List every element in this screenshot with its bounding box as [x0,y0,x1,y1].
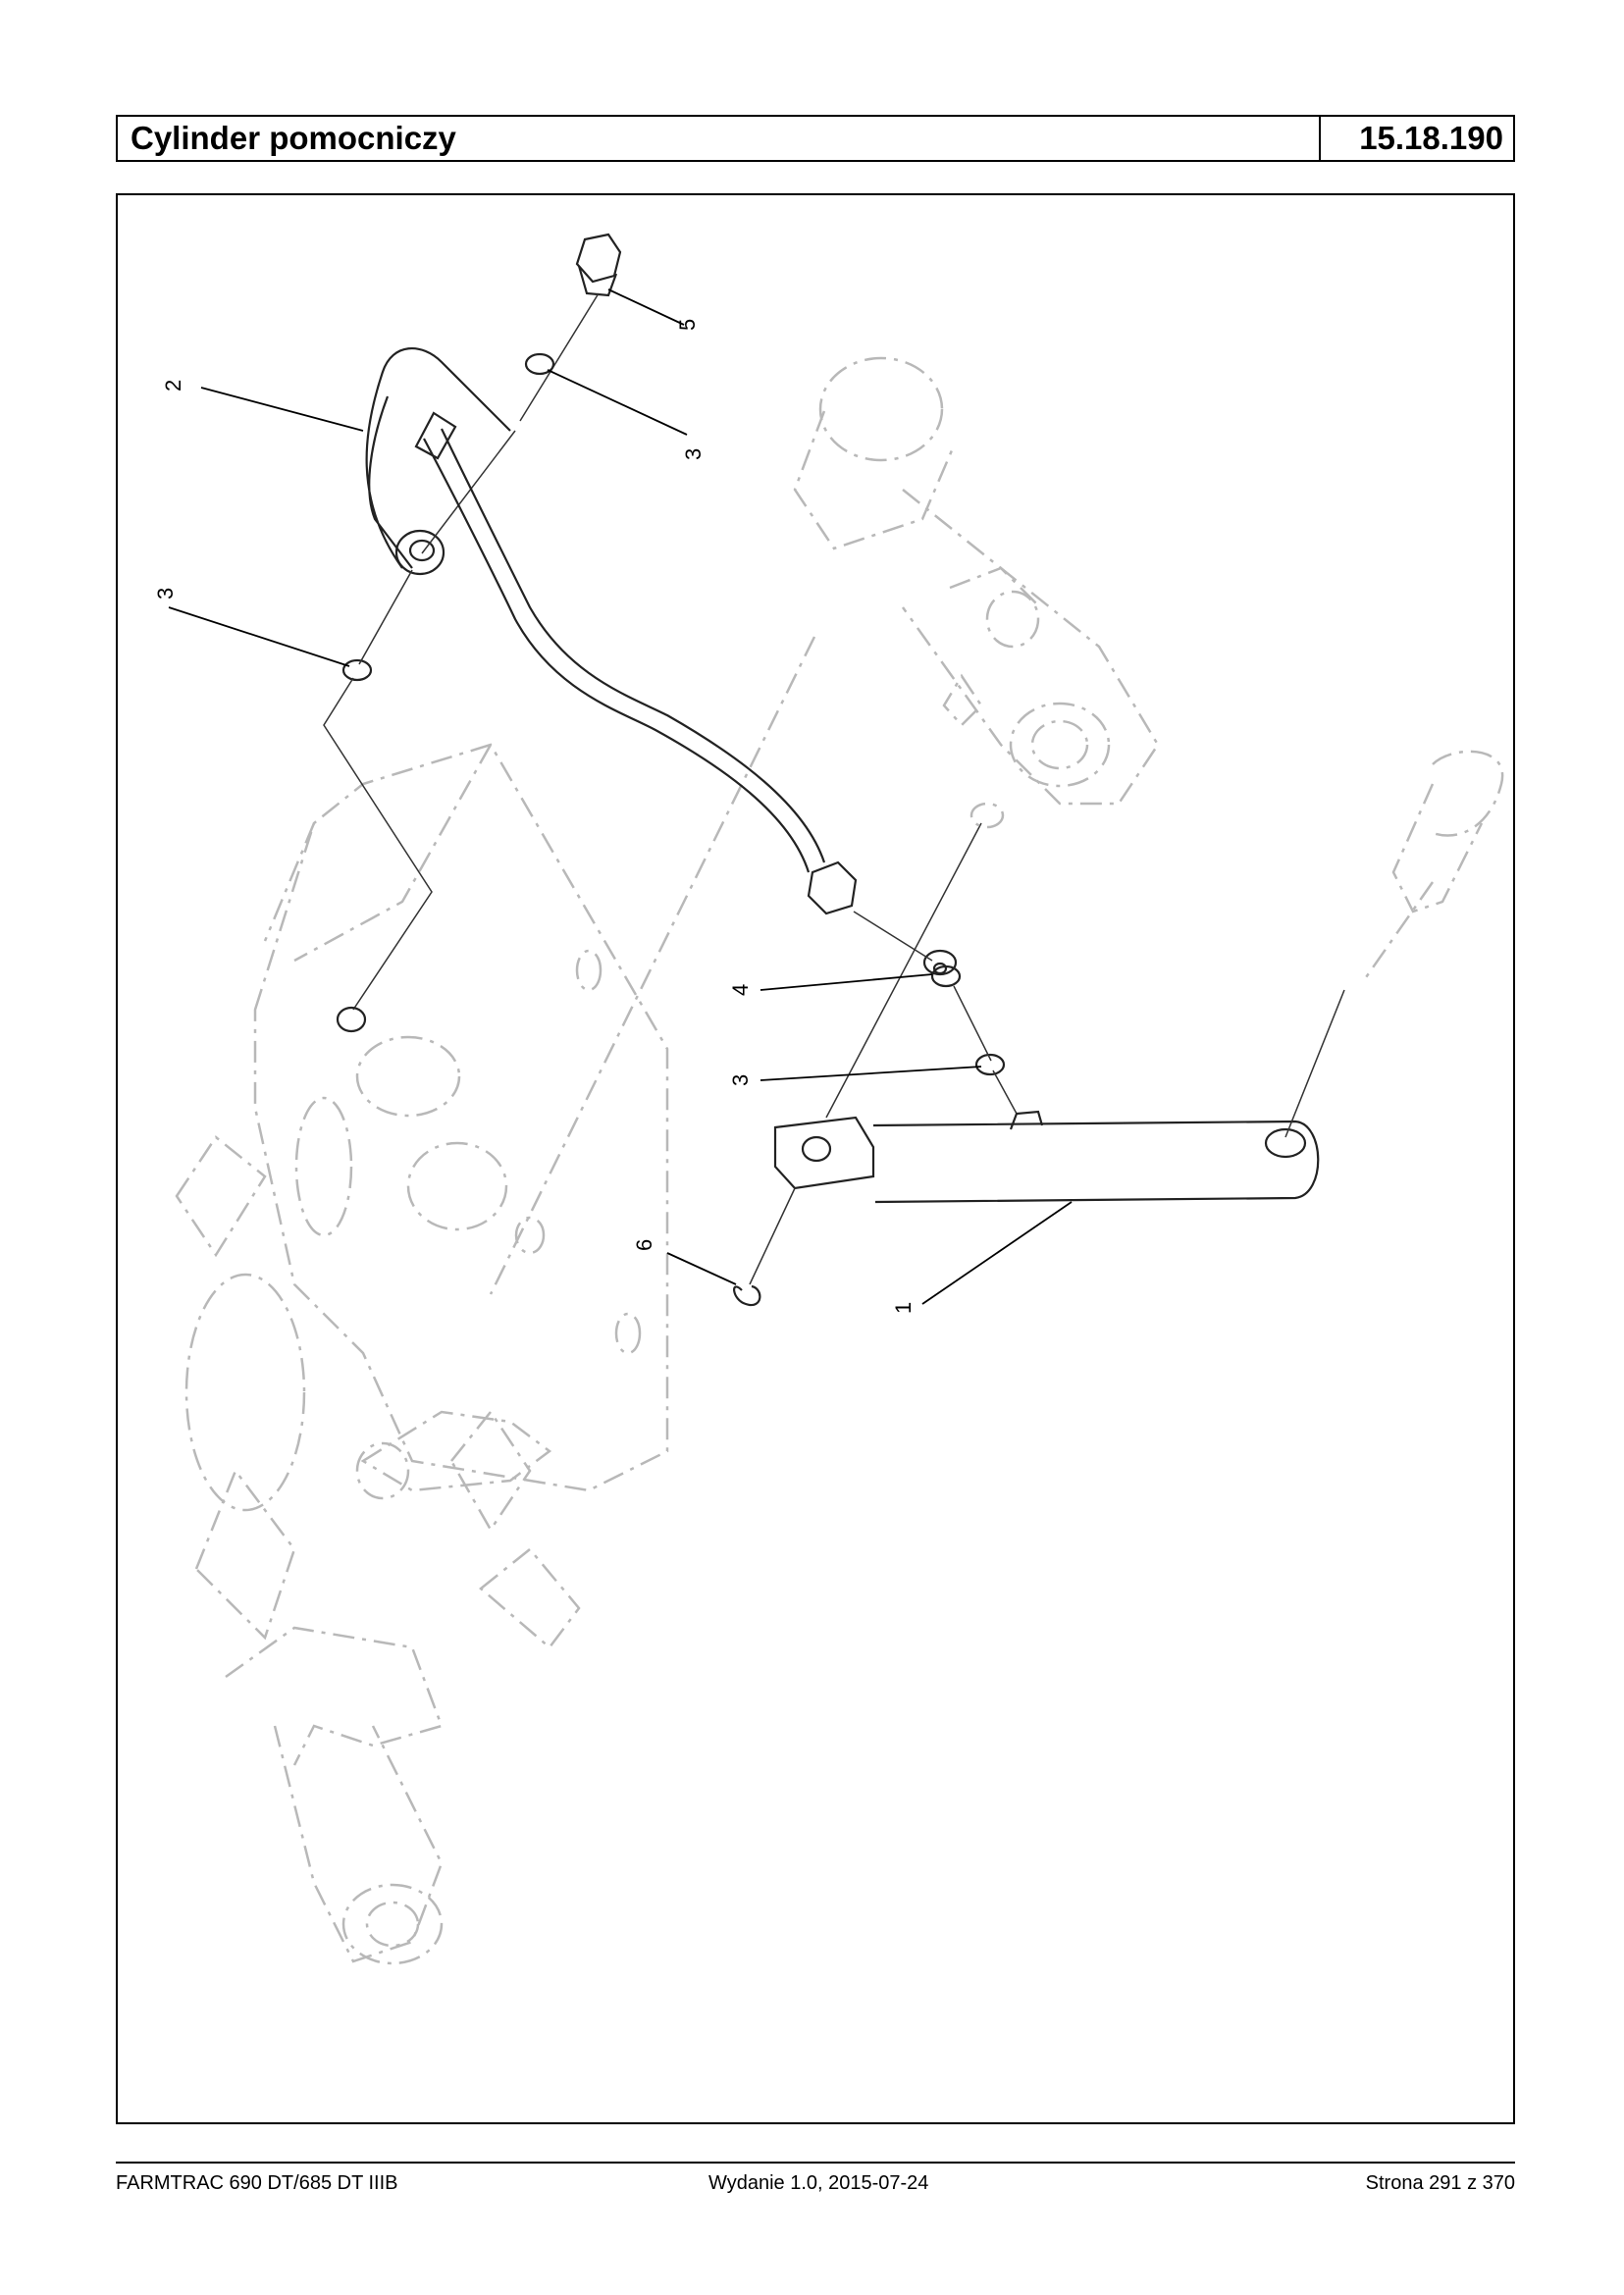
part-washer-lower [974,1053,1006,1076]
footer-model: FARMTRAC 690 DT/685 DT IIIB [116,2172,398,2194]
part-washer-upper [524,352,555,376]
part-banjo-bolt [519,233,622,422]
ghost-pin-right [1362,750,1504,981]
part-washer-left [341,658,373,682]
callout-5: 5 [675,319,700,331]
callout-3-lower: 3 [728,1074,753,1086]
callout-1: 1 [891,1302,916,1314]
page-title: Cylinder pomocniczy [118,117,1321,160]
callout-4: 4 [728,984,753,996]
part-banjo-ring [394,529,445,576]
part-nipple [922,949,962,988]
part-u-bracket [365,347,511,569]
callout-2: 2 [161,380,185,391]
footer-edition: Wydanie 1.0, 2015-07-24 [708,2172,929,2194]
part-hydraulic-cylinder [773,1110,1320,1204]
part-circlip [733,1284,761,1307]
ghost-lift-arm-upper [793,356,1160,806]
callout-3-upper: 3 [681,448,706,460]
ghost-housing-block [175,743,669,1649]
callout-3-left: 3 [153,588,178,600]
section-code: 15.18.190 [1359,120,1503,156]
part-hydraulic-pipe [414,411,858,915]
leader-lines [168,288,1073,1305]
ghost-lift-arm-lower [194,1468,444,1965]
callout-6: 6 [632,1239,656,1251]
footer-divider [116,2162,1515,2164]
exploded-parts-drawing: 5 3 2 3 4 3 6 1 [116,193,1515,2124]
footer-page-number: Strona 291 z 370 [1365,2172,1515,2194]
page-header: Cylinder pomocniczy 15.18.190 [116,115,1515,162]
